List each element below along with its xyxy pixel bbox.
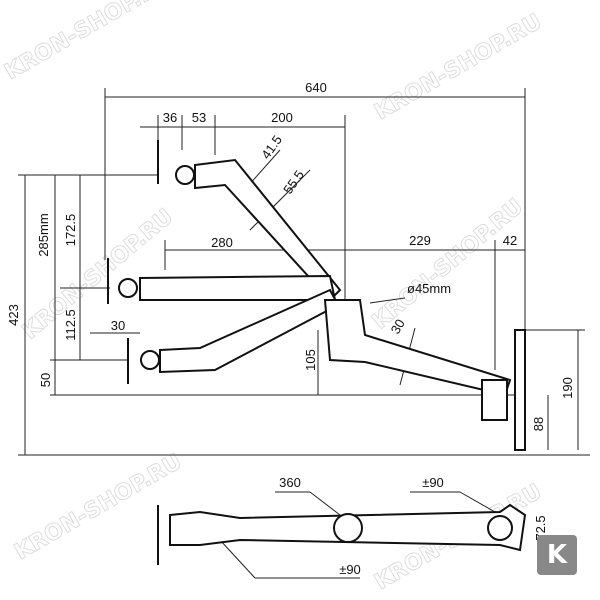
- dim-423: 423: [6, 304, 21, 326]
- watermark: KRON-SHOP.RU: [11, 449, 187, 565]
- dim-rotation-wall: ±90: [422, 475, 444, 490]
- dim-172-5: 172.5: [63, 214, 78, 247]
- dim-50: 50: [38, 373, 53, 387]
- dim-42: 42: [503, 233, 517, 248]
- dim-285: 285mm: [36, 213, 51, 256]
- watermark: KRON-SHOP.RU: [371, 9, 547, 125]
- dim-72-5: 72.5: [533, 515, 548, 540]
- watermark: KRON-SHOP.RU: [368, 194, 528, 334]
- dim-229: 229: [409, 233, 431, 248]
- dim-total-width: 640: [305, 80, 327, 95]
- dim-pole-diameter: ø45mm: [407, 281, 451, 296]
- dim-tilt-30: 30: [111, 318, 125, 333]
- shop-logo-badge: K: [537, 535, 577, 575]
- monitor-arm-parts: [107, 140, 527, 565]
- dim-88: 88: [531, 417, 546, 431]
- dim-200: 200: [271, 110, 293, 125]
- dim-360: 360: [279, 475, 301, 490]
- dim-105: 105: [303, 349, 318, 371]
- dimension-lines: [18, 88, 590, 579]
- dim-280: 280: [211, 235, 233, 250]
- dim-55-5: 55.5: [280, 167, 307, 196]
- dim-rotation-head: ±90: [339, 562, 361, 577]
- dimension-labels: 640 36 53 200 41.5 55.5 280 229 42 ø45mm…: [6, 80, 575, 577]
- watermark: KRON-SHOP.RU: [1, 0, 177, 85]
- dim-112-5: 112.5: [63, 309, 78, 341]
- dim-190: 190: [560, 377, 575, 399]
- dim-53: 53: [192, 110, 206, 125]
- dim-36: 36: [163, 110, 177, 125]
- dim-arm-angle: 30: [388, 316, 408, 336]
- dim-41-5: 41.5: [258, 132, 285, 161]
